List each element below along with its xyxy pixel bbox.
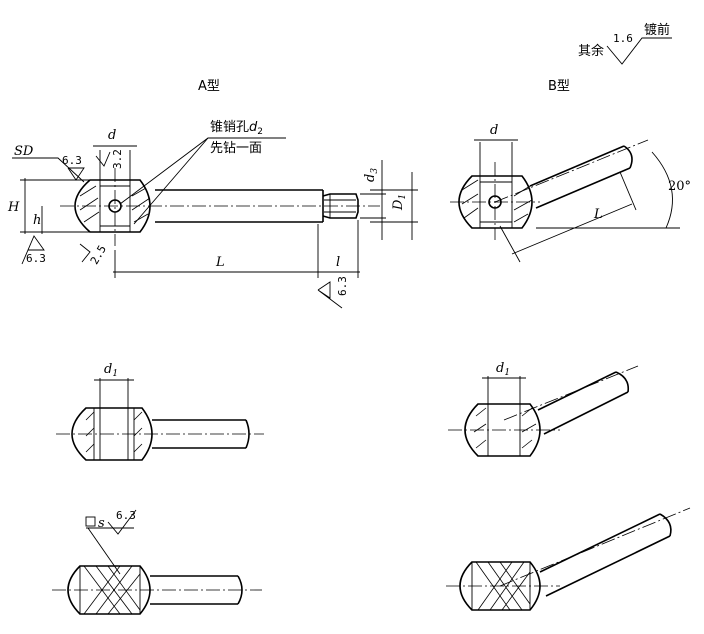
type-b-label: B型: [548, 79, 570, 94]
svg-text:2.5: 2.5: [88, 243, 109, 267]
dim-D1: D1: [391, 194, 408, 211]
view-b-knurled: [446, 507, 691, 611]
view-a-main: [60, 168, 380, 246]
dim-L-b: L: [593, 207, 603, 222]
view-b-dimensions: d L 20°: [474, 123, 691, 263]
view-a-dimensions: d H h SD L l d3 D1 锥销孔d2 先钻一面: [7, 120, 418, 309]
svg-text:6.3: 6.3: [26, 252, 46, 265]
drill-one-side-note: 先钻一面: [210, 141, 262, 156]
view-b-section: d1: [448, 361, 639, 457]
dim-L-a: L: [215, 255, 225, 270]
svg-text:6.3: 6.3: [62, 154, 82, 167]
dim-d1-b: d1: [496, 361, 510, 378]
dim-s: s: [98, 516, 105, 531]
roughness-icon: [317, 281, 343, 309]
svg-text:镀前: 镀前: [644, 22, 670, 38]
dim-d-a: d: [108, 128, 116, 143]
dim-d3: d3: [363, 168, 380, 182]
svg-text:其余: 其余: [578, 43, 604, 59]
svg-text:6.3: 6.3: [116, 509, 136, 522]
roughness-icon: [107, 509, 137, 535]
view-b-main: [450, 139, 649, 240]
type-a-label: A型: [198, 79, 220, 94]
knurl-square-icon: [85, 516, 96, 527]
dim-H: H: [7, 200, 20, 215]
dim-h: h: [33, 213, 41, 228]
dim-SD: SD: [14, 144, 34, 159]
general-roughness-note: 其余 1.6 镀前: [578, 22, 672, 65]
dim-d1-a: d1: [104, 362, 118, 379]
roughness-symbol-icon: [606, 37, 672, 65]
dim-angle: 20°: [668, 179, 691, 194]
svg-text:1.6: 1.6: [613, 32, 633, 45]
roughness-icon: [95, 151, 111, 167]
svg-text:3.2: 3.2: [111, 149, 124, 169]
dim-d-b: d: [490, 123, 498, 138]
view-a-section: d1: [56, 362, 264, 461]
view-a-knurled: s 6.3: [52, 509, 262, 615]
roughness-icon: [67, 167, 85, 181]
taper-pin-note: 锥销孔d2: [210, 120, 263, 137]
roughness-icon: [79, 243, 91, 263]
roughness-icon: [21, 235, 45, 265]
svg-text:6.3: 6.3: [336, 276, 349, 296]
dim-l: l: [336, 255, 340, 270]
